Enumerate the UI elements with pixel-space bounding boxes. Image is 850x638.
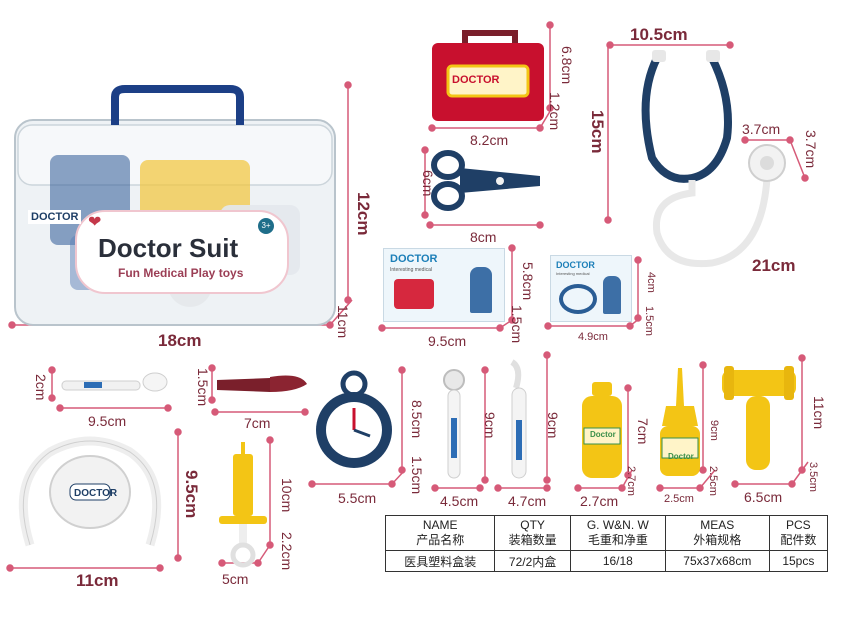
box-title: Doctor Suit	[98, 233, 239, 263]
doctor-figure-small-icon	[603, 276, 621, 314]
cell-pcs: 15pcs	[768, 550, 829, 572]
dim-syringe-height: 10cm	[279, 478, 295, 513]
dim-bottle-width: 2.7cm	[580, 493, 619, 509]
dim-dropper-height: 9cm	[708, 420, 720, 441]
box-label-panel	[75, 210, 289, 294]
case-logo: DOCTOR	[452, 74, 500, 86]
box-subtitle: Fun Medical Play toys	[118, 266, 244, 280]
dim-card1-width: 9.5cm	[428, 333, 467, 349]
dim-knife-height: 1.5cm	[195, 368, 211, 407]
dim-spoon-width: 9.5cm	[88, 413, 127, 429]
syringe-illustration	[219, 442, 267, 568]
cell-qty: 72/2内盒	[494, 550, 571, 572]
dim-stethoscope-head-a: 3.7cm	[742, 121, 781, 137]
dim-box-width: 18cm	[158, 331, 202, 350]
dim-hammer-width: 6.5cm	[744, 489, 783, 505]
dim-card2-width: 4.9cm	[578, 331, 608, 343]
dim-syringe-width: 5cm	[222, 571, 249, 587]
card-small-brand: DOCTOR	[556, 260, 595, 270]
dim-case-height: 6.8cm	[559, 46, 575, 85]
dim-dropper-width: 2.5cm	[664, 493, 694, 505]
dim-case-depth: 1.2cm	[547, 92, 563, 131]
dim-stethoscope-width: 10.5cm	[630, 25, 688, 44]
table-row: 医具塑料盒装 72/2内盒 16/18 75x37x68cm 15pcs	[384, 550, 829, 572]
stethoscope-illustration	[641, 50, 786, 268]
heart-icon: ❤	[88, 214, 102, 231]
dim-hammer-height: 11cm	[811, 396, 827, 430]
dim-card1-depth: 1.5cm	[509, 305, 525, 344]
dim-spoon-height: 2cm	[33, 374, 49, 401]
bottle-label-text: Doctor	[590, 430, 616, 439]
pocket-watch-illustration	[316, 370, 392, 468]
dim-card2-height: 4cm	[645, 272, 657, 293]
dental-probe-illustration	[510, 359, 527, 479]
cell-meas: 75x37x68cm	[664, 550, 770, 572]
dim-watch-depth: 1.5cm	[409, 456, 425, 495]
dim-bottle-height: 7cm	[635, 418, 651, 445]
age-badge: 3+	[258, 218, 274, 234]
dim-watch-height: 8.5cm	[409, 400, 425, 439]
scissors-illustration	[431, 150, 540, 211]
dim-stethoscope-head-b: 3.7cm	[803, 130, 819, 169]
dim-dropper-depth: 2.5cm	[707, 466, 719, 496]
card-large-brand-sub: Interesting medical	[390, 267, 432, 273]
dim-syringe-depth: 2.2cm	[279, 532, 295, 571]
dim-box-height: 12cm	[354, 192, 373, 236]
dim-probe-height: 9cm	[545, 412, 561, 439]
spoon-illustration	[61, 372, 168, 392]
box-side-brand: DOCTOR	[28, 210, 82, 224]
medicine-bottle-illustration	[582, 382, 622, 478]
first-aid-kit-icon	[394, 279, 434, 309]
dropper-bottle-illustration	[660, 368, 700, 476]
dim-case-width: 8.2cm	[470, 132, 509, 148]
cell-weight: 16/18	[569, 550, 666, 572]
dropper-label-text: Doctor	[668, 452, 694, 461]
dim-card2-depth: 1.5cm	[643, 306, 655, 336]
knife-illustration	[217, 375, 307, 392]
ear-scope-icon	[559, 284, 597, 314]
dim-hammer-depth: 3.5cm	[807, 462, 819, 492]
dim-probe-width: 4.7cm	[508, 493, 547, 509]
dim-stethoscope-height: 15cm	[588, 110, 607, 154]
dim-card1-height: 5.8cm	[520, 262, 536, 301]
dim-scissors-height: 6cm	[420, 170, 436, 197]
reflex-hammer-illustration	[722, 366, 796, 470]
doctor-case-illustration	[432, 30, 544, 121]
dim-box-depth: 11cm	[335, 305, 351, 339]
dim-knife-width: 7cm	[244, 415, 271, 431]
doctor-figure-icon	[470, 267, 492, 313]
card-small-brand-sub: Interesting medical	[556, 271, 590, 276]
dim-stethoscope-length: 21cm	[752, 256, 796, 275]
doctor-card-large: DOCTOR Interesting medical	[383, 248, 505, 322]
card-large-brand: DOCTOR	[390, 253, 438, 265]
doctor-card-small: DOCTOR Interesting medical	[550, 255, 632, 322]
dim-bottle-depth: 2.7cm	[625, 466, 637, 496]
head-mirror-logo: DOCTOR	[74, 488, 118, 499]
dental-mirror-illustration	[443, 369, 465, 479]
dim-watch-width: 5.5cm	[338, 490, 377, 506]
dim-scissors-width: 8cm	[470, 229, 497, 245]
dim-mirror-height: 9cm	[482, 412, 498, 439]
dim-headmirror-height: 9.5cm	[182, 470, 201, 519]
dim-mirror-width: 4.5cm	[440, 493, 479, 509]
head-mirror-illustration	[18, 436, 162, 547]
cell-name: 医具塑料盒装	[384, 550, 496, 572]
dim-headmirror-width: 11cm	[76, 571, 119, 590]
